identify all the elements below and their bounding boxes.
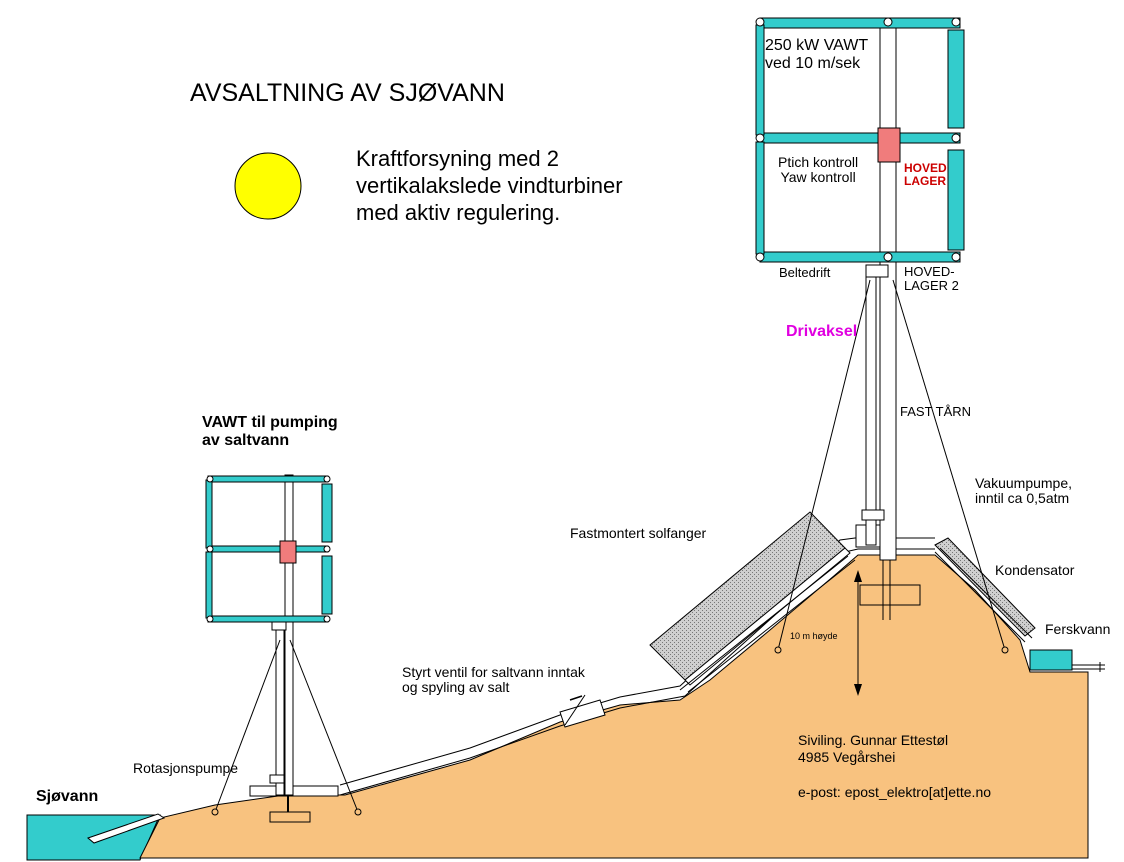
belt-drive-label: Beltedrift: [779, 265, 831, 280]
vacuum-pump-label: Vakuumpumpe, inntil ca 0,5atm: [975, 475, 1073, 507]
solar-collector-label: Fastmontert solfanger: [570, 525, 707, 541]
main-pipe-upper: [339, 537, 935, 786]
main-bearing-line-2: LAGER: [904, 173, 946, 188]
condenser-label: Kondensator: [995, 562, 1075, 578]
valve-icon: [559, 694, 606, 728]
pump-anchor: [269, 811, 311, 823]
bearing2-line-1: HOVED-: [904, 264, 955, 279]
height-label: 10 m høyde: [790, 631, 838, 641]
solar-collector: [649, 511, 856, 693]
height-arrow: [854, 570, 862, 696]
turbine-control: Ptich kontroll Yaw kontroll: [778, 154, 859, 186]
fresh-water-tank: [1029, 649, 1105, 672]
sun-icon: [234, 152, 302, 220]
vacuum-pump-line-2: inntil ca 0,5atm: [975, 490, 1070, 507]
subtitle-line-3: med aktiv regulering.: [356, 199, 561, 225]
contact-line-3: e-post: epost_elektro[at]ette.no: [798, 783, 992, 800]
bearing2-label: HOVED- LAGER 2: [904, 264, 959, 294]
page-title: AVSALTNING AV SJØVANN: [190, 79, 505, 107]
contact-line-2: 4985 Vegårshei: [798, 748, 896, 765]
turbine-control-line-2: Yaw kontroll: [780, 169, 856, 186]
big-turbine: [755, 17, 1009, 654]
contact-block: Siviling. Gunnar Ettestøl 4985 Vegårshei…: [798, 732, 991, 800]
subtitle-line-1: Kraftforsyning med 2: [356, 146, 559, 171]
intake-pipe: [86, 813, 166, 844]
small-turbine-label: VAWT til pumping av saltvann: [202, 414, 338, 451]
sea-water-label: Sjøvann: [36, 788, 99, 805]
turbine-rating-line-1: 250 kW VAWT: [765, 37, 869, 54]
turbine-rating: 250 kW VAWT ved 10 m/sek: [765, 37, 868, 74]
small-turbine: [205, 474, 362, 816]
contact-line-1: Siviling. Gunnar Ettestøl: [798, 732, 949, 748]
bearing2-line-2: LAGER 2: [904, 278, 959, 294]
small-turbine-line-2: av saltvann: [202, 432, 290, 450]
main-bearing-line-1: HOVED: [904, 161, 947, 175]
turbine-control-line-1: Ptich kontroll: [778, 154, 859, 170]
fresh-water-label: Ferskvann: [1045, 621, 1111, 637]
pump-platform: [249, 785, 339, 797]
subtitle-line-2: vertikalakslede vindturbiner: [356, 172, 623, 198]
main-pipe-lower: [339, 548, 935, 796]
fixed-tower-label: FAST TÅRN: [900, 404, 972, 419]
condenser: [934, 537, 1036, 643]
valve-line-2: og spyling av salt: [402, 679, 510, 696]
subtitle: Kraftforsyning med 2 vertikalakslede vin…: [356, 146, 623, 226]
valve-label: Styrt ventil for saltvann inntak og spyl…: [402, 664, 585, 696]
main-bearing-label: HOVED LAGER: [904, 162, 947, 187]
turbine-rating-line-2: ved 10 m/sek: [765, 55, 861, 73]
small-turbine-line-1: VAWT til pumping: [202, 414, 338, 431]
rotation-pump-label: Rotasjonspumpe: [133, 760, 239, 776]
valve-line-1: Styrt ventil for saltvann inntak: [402, 664, 585, 680]
drive-shaft-label: Drivaksel: [786, 323, 858, 340]
vacuum-pump-line-1: Vakuumpumpe,: [975, 475, 1073, 491]
